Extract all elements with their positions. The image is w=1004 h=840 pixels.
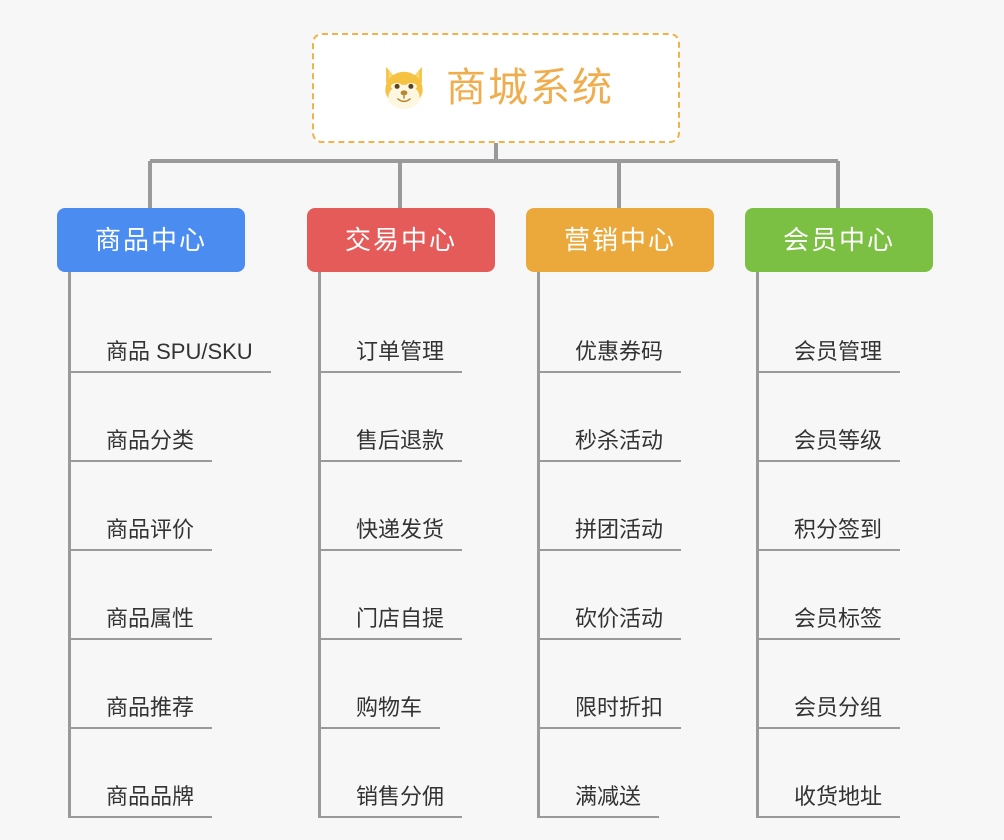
- leaf-item-underline: [321, 549, 462, 551]
- leaf-item-label: 积分签到: [794, 517, 883, 542]
- leaf-item[interactable]: 砍价活动: [540, 551, 770, 640]
- root-title: 商城系统: [446, 66, 614, 110]
- leaf-item[interactable]: 满减送: [540, 729, 770, 818]
- leaf-item-underline: [321, 638, 462, 640]
- leaf-item-label: 商品分类: [106, 428, 195, 453]
- leaf-item-underline: [540, 549, 681, 551]
- leaf-item[interactable]: 商品推荐: [71, 640, 301, 729]
- leaf-item-label: 秒杀活动: [575, 428, 664, 453]
- leaf-item[interactable]: 商品评价: [71, 462, 301, 551]
- leaf-item[interactable]: 积分签到: [759, 462, 989, 551]
- leaf-item-label: 商品属性: [106, 606, 195, 631]
- leaf-item-underline: [71, 816, 212, 818]
- leaf-item-underline: [321, 816, 462, 818]
- branch-head-1[interactable]: 商品中心: [57, 208, 245, 272]
- leaf-item-label: 收货地址: [794, 784, 883, 809]
- leaf-item-underline: [71, 638, 212, 640]
- leaf-item-underline: [540, 460, 681, 462]
- leaf-item-underline: [71, 460, 212, 462]
- shiba-inu-face-icon: [378, 62, 430, 114]
- leaf-item-label: 商品 SPU/SKU: [106, 339, 253, 364]
- leaf-list-3: 优惠券码秒杀活动拼团活动砍价活动限时折扣满减送: [537, 272, 770, 818]
- leaf-item-label: 拼团活动: [575, 517, 664, 542]
- leaf-item-label: 订单管理: [356, 339, 445, 364]
- branch-column-1: 商品中心 商品 SPU/SKU 商品分类商品评价商品属性商品推荐商品品牌: [57, 208, 301, 818]
- branch-head-label: 交易中心: [344, 225, 457, 255]
- leaf-item-label: 门店自提: [356, 606, 445, 631]
- leaf-item-label: 售后退款: [356, 428, 445, 453]
- leaf-item[interactable]: 商品分类: [71, 373, 301, 462]
- leaf-item-underline: [540, 816, 659, 818]
- leaf-item-label: 会员管理: [794, 339, 883, 364]
- leaf-item-label: 商品推荐: [106, 695, 195, 720]
- leaf-item-underline: [759, 460, 900, 462]
- leaf-item-underline: [321, 727, 440, 729]
- leaf-item-underline: [321, 460, 462, 462]
- leaf-item[interactable]: 商品属性: [71, 551, 301, 640]
- leaf-item-underline: [540, 727, 681, 729]
- leaf-item[interactable]: 会员分组: [759, 640, 989, 729]
- branch-column-2: 交易中心 订单管理售后退款快递发货门店自提购物车销售分佣: [307, 208, 551, 818]
- leaf-item-underline: [540, 371, 681, 373]
- leaf-item[interactable]: 收货地址: [759, 729, 989, 818]
- leaf-item[interactable]: 订单管理: [321, 284, 551, 373]
- leaf-item-underline: [759, 816, 900, 818]
- leaf-list-1: 商品 SPU/SKU 商品分类商品评价商品属性商品推荐商品品牌: [68, 272, 301, 818]
- leaf-item-label: 会员分组: [794, 695, 883, 720]
- leaf-item-label: 优惠券码: [575, 339, 664, 364]
- leaf-item-label: 购物车: [356, 695, 423, 720]
- leaf-item[interactable]: 售后退款: [321, 373, 551, 462]
- leaf-list-4: 会员管理会员等级积分签到会员标签会员分组收货地址: [756, 272, 989, 818]
- leaf-item-underline: [759, 371, 900, 373]
- leaf-item[interactable]: 秒杀活动: [540, 373, 770, 462]
- leaf-item[interactable]: 快递发货: [321, 462, 551, 551]
- leaf-item[interactable]: 会员等级: [759, 373, 989, 462]
- leaf-item[interactable]: 购物车: [321, 640, 551, 729]
- branch-head-label: 商品中心: [94, 225, 207, 255]
- leaf-item-underline: [540, 638, 681, 640]
- branch-column-3: 营销中心 优惠券码秒杀活动拼团活动砍价活动限时折扣满减送: [526, 208, 770, 818]
- leaf-item-underline: [71, 371, 271, 373]
- leaf-item-label: 满减送: [575, 784, 642, 809]
- leaf-item-label: 会员等级: [794, 428, 883, 453]
- branch-head-2[interactable]: 交易中心: [307, 208, 495, 272]
- leaf-item-underline: [321, 371, 462, 373]
- leaf-item[interactable]: 会员标签: [759, 551, 989, 640]
- branch-head-4[interactable]: 会员中心: [745, 208, 933, 272]
- leaf-item-label: 销售分佣: [356, 784, 445, 809]
- leaf-item[interactable]: 优惠券码: [540, 284, 770, 373]
- leaf-item-underline: [71, 549, 212, 551]
- leaf-item[interactable]: 限时折扣: [540, 640, 770, 729]
- branch-column-4: 会员中心 会员管理会员等级积分签到会员标签会员分组收货地址: [745, 208, 989, 818]
- leaf-item[interactable]: 门店自提: [321, 551, 551, 640]
- leaf-item-underline: [759, 727, 900, 729]
- root-node[interactable]: 商城系统: [312, 33, 680, 143]
- leaf-item-label: 商品评价: [106, 517, 195, 542]
- leaf-item[interactable]: 拼团活动: [540, 462, 770, 551]
- leaf-item[interactable]: 会员管理: [759, 284, 989, 373]
- leaf-item-underline: [759, 549, 900, 551]
- leaf-item-label: 限时折扣: [575, 695, 664, 720]
- leaf-list-2: 订单管理售后退款快递发货门店自提购物车销售分佣: [318, 272, 551, 818]
- leaf-item[interactable]: 商品品牌: [71, 729, 301, 818]
- branch-head-label: 营销中心: [563, 225, 676, 255]
- leaf-item[interactable]: 销售分佣: [321, 729, 551, 818]
- leaf-item-label: 快递发货: [356, 517, 445, 542]
- leaf-item-underline: [71, 727, 212, 729]
- leaf-item-underline: [759, 638, 900, 640]
- leaf-item-label: 砍价活动: [575, 606, 664, 631]
- branch-head-3[interactable]: 营销中心: [526, 208, 714, 272]
- leaf-item-label: 会员标签: [794, 606, 883, 631]
- leaf-item-label: 商品品牌: [106, 784, 195, 809]
- leaf-item[interactable]: 商品 SPU/SKU: [71, 284, 301, 373]
- branch-head-label: 会员中心: [782, 225, 895, 255]
